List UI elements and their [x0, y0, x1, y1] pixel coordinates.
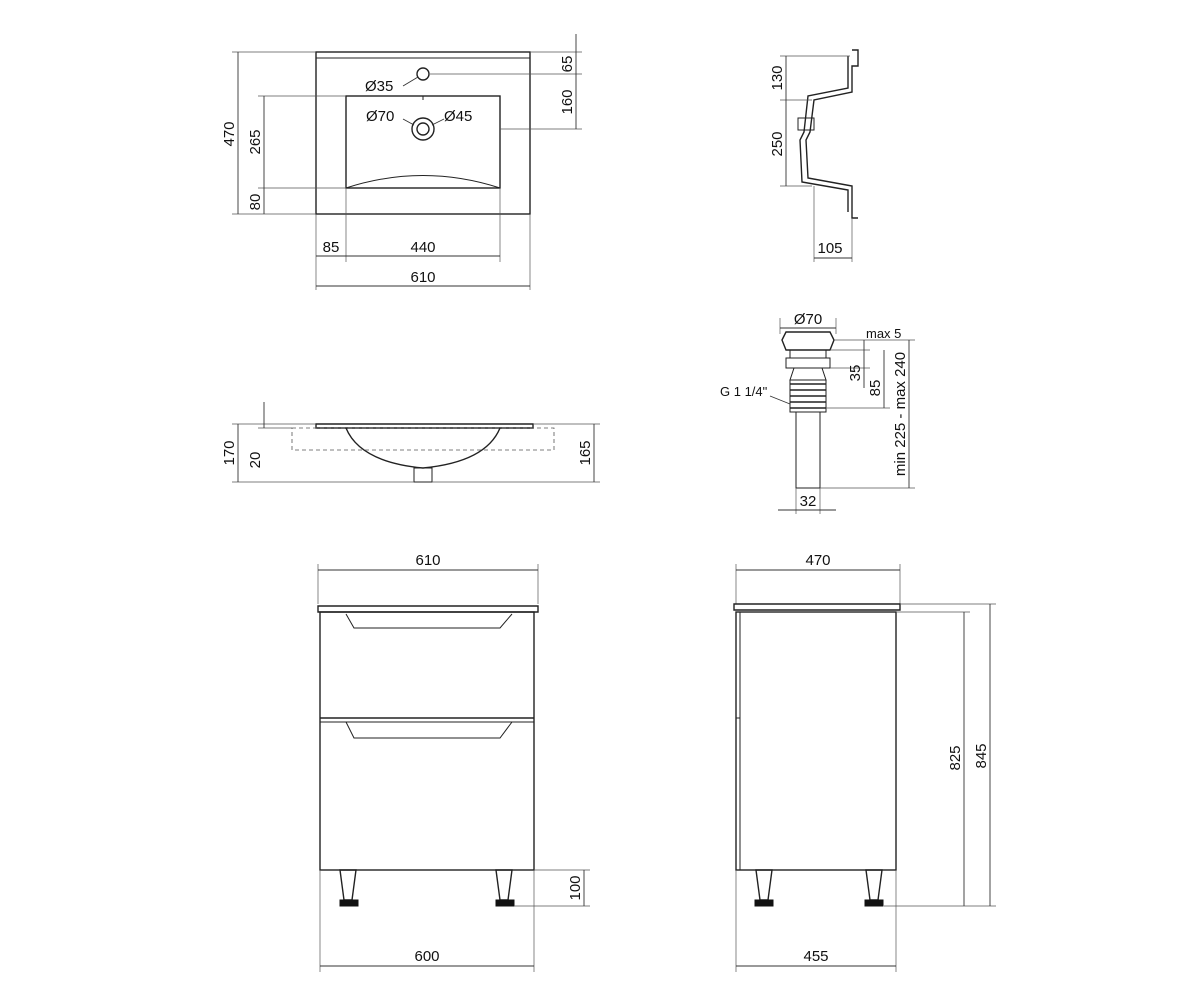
side-top-depth-label: 470: [805, 552, 830, 569]
drain-inner: [416, 122, 430, 136]
sink-section-view: 130 250 105: [769, 49, 859, 262]
dim-165-label: 165: [577, 440, 594, 465]
max-lift-label: max 5: [866, 326, 901, 341]
thread-label: G 1 1/4": [720, 384, 768, 399]
drain-leader-left: [402, 118, 415, 126]
drawer-1-handle: [345, 613, 513, 629]
dim-80-label: 80: [247, 194, 264, 211]
valve-flange: [785, 357, 831, 369]
cabinet-body: [319, 611, 535, 871]
section-profile-inner: [799, 56, 849, 212]
drain-dia-label: Ø70: [366, 108, 394, 125]
dim-160-label: 160: [559, 89, 576, 114]
sink-front-drain: [413, 467, 433, 483]
dim-250-label: 250: [769, 131, 786, 156]
valve-body: [789, 367, 827, 381]
height-825-label: 825: [947, 745, 964, 770]
pipe-dia-label: 32: [800, 493, 817, 510]
section-profile-outer: [805, 49, 859, 219]
dim-265-label: 265: [247, 129, 264, 154]
side-leg-front-foot: [754, 899, 774, 907]
side-base-depth-label: 455: [803, 948, 828, 965]
thread-leader: [769, 395, 791, 405]
cab-base-width-label: 600: [414, 948, 439, 965]
sink-front-view: 170 20 165: [221, 402, 600, 483]
leg-right: [495, 869, 513, 901]
cabinet-side-view: 470 825 845 455: [733, 552, 996, 972]
range-label: min 225 - max 240: [892, 352, 909, 476]
dim-65-label: 65: [559, 56, 576, 73]
basin-front-curve: [345, 175, 501, 189]
valve-thread: [790, 383, 826, 409]
side-countertop: [733, 603, 901, 611]
cabinet-countertop: [317, 605, 539, 613]
tap-hole-label: Ø35: [365, 78, 393, 95]
valve-pipe: [795, 411, 821, 489]
dim-20-label: 20: [247, 452, 264, 469]
leg-right-foot: [495, 899, 515, 907]
sink-front-bowl: [345, 427, 501, 469]
dim-130-label: 130: [769, 65, 786, 90]
drain-inner-dia-label: Ø45: [444, 108, 472, 125]
leg-left: [339, 869, 357, 901]
dim-cap-label: Ø70: [794, 311, 822, 328]
cab-top-width-label: 610: [415, 552, 440, 569]
dim-470-label: 470: [221, 121, 238, 146]
valve-cap: [781, 331, 835, 351]
dim-85-label: 85: [323, 239, 340, 256]
height-845-label: 845: [973, 743, 990, 768]
side-leg-front: [755, 869, 773, 901]
side-leg-back: [865, 869, 883, 901]
dim-610-label: 610: [410, 269, 435, 286]
leg-height-label: 100: [567, 875, 584, 900]
sink-top-view: Ø35 Ø70 Ø45 65 160 470 265 80 85 440 610: [221, 34, 582, 290]
sink-front-slab: [315, 423, 534, 429]
dim-170-label: 170: [221, 440, 238, 465]
sink-top-outline: [315, 51, 531, 215]
side-leg-back-foot: [864, 899, 884, 907]
dim-105-label: 105: [817, 240, 842, 257]
side-body: [735, 611, 897, 871]
drain-leader-right: [431, 118, 445, 126]
overflow-slot: [797, 117, 815, 131]
dim-85-valve-label: 85: [867, 380, 884, 397]
hidden-outline: [291, 427, 555, 451]
dim-440-label: 440: [410, 239, 435, 256]
leg-left-foot: [339, 899, 359, 907]
tap-leader: [402, 76, 419, 87]
drawer-2-handle: [345, 721, 513, 739]
valve-stem: [789, 349, 827, 359]
drain-outer: [411, 117, 435, 141]
dim-35-label: 35: [847, 365, 864, 382]
cabinet-front-view: 610 100 600: [317, 552, 590, 972]
drain-valve-view: Ø70 max 5 35 85 min 225 - max 240 G 1 1/…: [720, 311, 915, 514]
tap-hole: [416, 67, 430, 81]
